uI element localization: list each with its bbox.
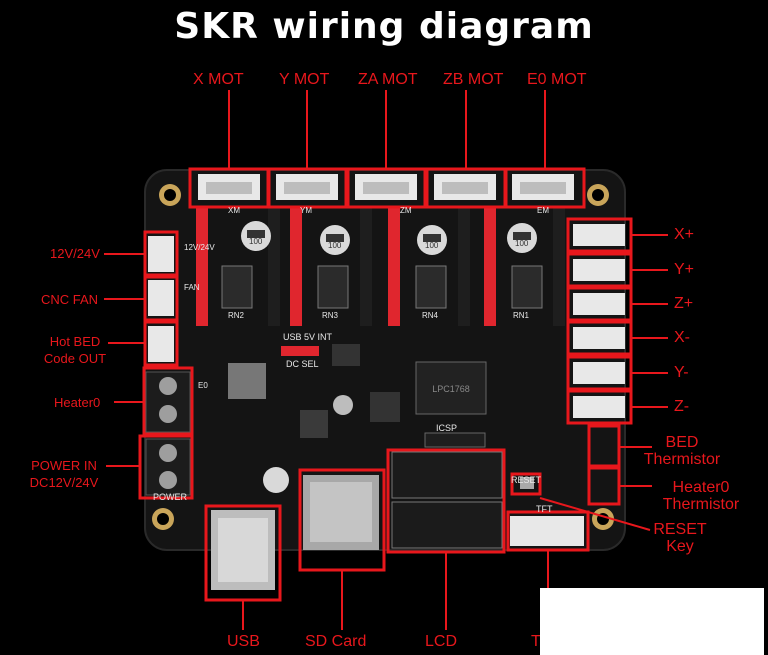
label-hot-bed-line1: Hot BED [49, 334, 101, 349]
silk-dcsel: DC SEL [286, 359, 319, 369]
silk-zm: ZM [400, 206, 412, 215]
silk-cap1: 100 [249, 237, 263, 246]
label-12v-24v: 12V/24V [50, 246, 100, 261]
silk-tft: TFT [536, 504, 553, 514]
label-bed-thermistor-line2: Thermistor [643, 451, 721, 468]
label-hot-bed: Hot BED Code OUT [40, 333, 110, 367]
silkscreen-text: USB 5V INT DC SEL ICSP RESET POWER TFT X… [153, 206, 553, 514]
mcu-label: LPC1768 [432, 384, 470, 394]
silk-rn2: RN2 [228, 311, 245, 320]
label-heater0-thermistor: Heater0 Thermistor [651, 479, 751, 513]
screw-terminals [145, 371, 191, 496]
label-x-minus: X- [674, 329, 690, 346]
label-power-in-line2: DC12V/24V [29, 475, 99, 490]
silk-e0: E0 [198, 381, 208, 390]
lcd-header-1 [391, 451, 503, 499]
tft-connector [510, 516, 584, 546]
label-e0-mot: E0 MOT [527, 71, 587, 88]
mcu-chip: LPC1768 [415, 361, 487, 415]
silk-icsp: ICSP [436, 423, 457, 433]
label-reset-key-line2: Key [666, 538, 694, 555]
driver-capacitors [241, 221, 537, 255]
label-za-mot: ZA MOT [358, 71, 418, 88]
label-z-plus: Z+ [674, 295, 694, 312]
silk-cap2: 100 [328, 241, 342, 250]
endstop-connectors [573, 224, 625, 418]
silk-usb5vint: USB 5V INT [283, 332, 333, 342]
label-cnc-fan: CNC FAN [41, 292, 99, 307]
label-y-mot: Y MOT [279, 71, 330, 88]
silk-12v24v: 12V/24V [184, 243, 215, 252]
silk-xm: XM [228, 206, 240, 215]
white-overlay-box [540, 588, 764, 655]
silk-cap3: 100 [425, 241, 439, 250]
label-power-in-line1: POWER IN [31, 458, 97, 473]
silk-em: EM [537, 206, 549, 215]
silk-power: POWER [153, 492, 188, 502]
silk-cap4: 100 [515, 239, 529, 248]
label-heater0-thermistor-line1: Heater0 [672, 479, 730, 496]
label-reset-key: RESET Key [642, 521, 718, 555]
icsp-header [424, 432, 486, 448]
label-heater0: Heater0 [54, 395, 101, 410]
label-bed-thermistor-line1: BED [665, 434, 699, 451]
label-z-minus: Z- [674, 398, 690, 415]
label-y-plus: Y+ [674, 261, 695, 278]
label-usb: USB [227, 633, 260, 650]
label-hot-bed-line2: Code OUT [43, 351, 107, 366]
label-x-plus: X+ [674, 226, 695, 243]
label-reset-key-line1: RESET [653, 521, 707, 538]
left-connectors [148, 236, 174, 362]
label-power-in: POWER IN DC12V/24V [24, 457, 104, 491]
lcd-header-2 [391, 501, 503, 549]
jumper-blocks [221, 265, 543, 309]
label-t-partial: T [531, 633, 541, 650]
label-lcd: LCD [425, 633, 458, 650]
label-bed-thermistor: BED Thermistor [632, 434, 732, 468]
silk-rn1: RN1 [513, 311, 530, 320]
silk-rn4: RN4 [422, 311, 439, 320]
small-components [228, 344, 534, 493]
silk-reset: RESET [511, 475, 542, 485]
page-title: SKR wiring diagram [174, 6, 594, 47]
label-x-mot: X MOT [193, 71, 244, 88]
silk-fan: FAN [184, 283, 200, 292]
label-sd-card: SD Card [305, 633, 367, 650]
label-zb-mot: ZB MOT [443, 71, 504, 88]
silk-ym: YM [300, 206, 312, 215]
driver-headers [196, 208, 565, 326]
mounting-holes [152, 184, 614, 530]
label-y-minus: Y- [674, 364, 689, 381]
silk-rn3: RN3 [322, 311, 339, 320]
motor-connectors [198, 174, 574, 200]
label-heater0-thermistor-line2: Thermistor [662, 496, 740, 513]
